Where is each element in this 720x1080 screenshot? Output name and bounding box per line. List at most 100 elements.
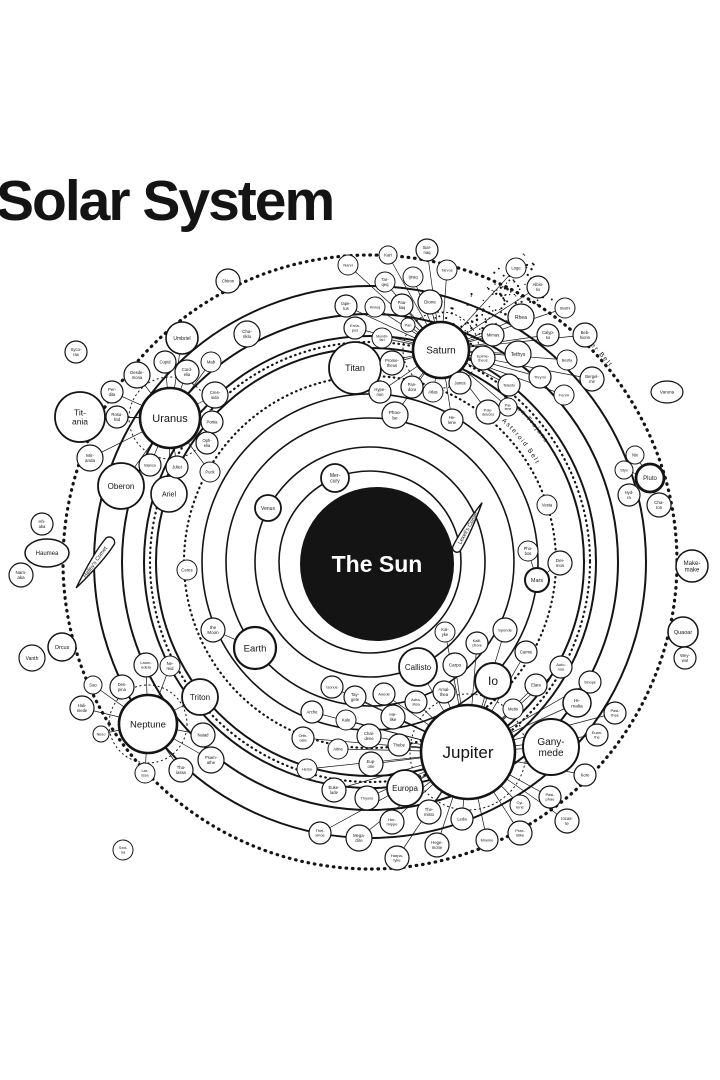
skathi-label: Skathi <box>560 306 571 310</box>
makemake-label: Make-make <box>684 561 701 574</box>
eukelade-label: Euke-lade <box>329 785 341 795</box>
dust-dot <box>482 299 485 302</box>
sao-disc <box>83 675 103 695</box>
mundilfari-disc <box>371 327 393 349</box>
tethys-label: Tethys <box>511 352 526 358</box>
body-loge: Loge <box>505 257 527 279</box>
body-desdemona: Desde-mona <box>123 361 151 389</box>
body-larissa: Lar-issa <box>134 762 156 784</box>
body-polydeuces: Poly-deuces <box>475 399 501 425</box>
body-narvi: Narvi <box>337 254 359 276</box>
dust-dot <box>441 312 444 314</box>
halimede-disc <box>69 695 95 721</box>
body-themisto: The-misto <box>416 799 442 825</box>
dust-dot <box>475 318 479 321</box>
dust-dot <box>476 314 479 317</box>
aoede-label: Aoede <box>378 691 390 696</box>
kallichore-label: Kalli-chore <box>472 638 483 647</box>
europa-disc <box>386 769 424 807</box>
portia-label: Portia <box>207 419 219 424</box>
erriapus-label: Erria-pus <box>350 323 360 332</box>
body-helene: He-lene <box>440 408 464 432</box>
tethys-disc <box>504 340 532 368</box>
iocaste-disc <box>554 808 580 834</box>
amalthea-label: Amal-thea <box>439 687 451 697</box>
europa-label: Europa <box>392 784 418 793</box>
neptune-disc <box>117 693 179 755</box>
body-tethys: Tethys <box>504 340 532 368</box>
body-psamathe: Psam-athe <box>197 746 225 774</box>
psamathe-label: Psam-athe <box>205 755 218 765</box>
orbit-ring-1 <box>254 446 486 678</box>
body-mimas: Mimas <box>481 323 505 347</box>
body-styx: Styx <box>614 460 634 480</box>
bebhionn-disc <box>572 322 598 348</box>
venus-label: Venus <box>261 506 275 512</box>
body-thebe: Thebe <box>387 733 411 757</box>
varuna-label: Varuna <box>660 390 675 395</box>
uranus-label: Uranus <box>152 413 188 425</box>
body-pandora: Pan-dora <box>400 375 424 399</box>
body-despina: Des-pina <box>109 674 135 700</box>
body-kari: Kari <box>378 245 398 265</box>
chaldene-label: Chal-dene <box>364 731 375 741</box>
sao-label: Sao <box>89 682 97 687</box>
namaka-label: Nam-aka <box>16 570 28 580</box>
bianca-label: Bianca <box>144 463 156 467</box>
weywot-label: Wey-wot <box>680 653 690 663</box>
dust-dot <box>530 268 533 271</box>
mercury-label: Mer-cury <box>330 473 341 485</box>
body-kalyke: Kal-yke <box>434 621 456 643</box>
autonoe-disc <box>549 655 573 679</box>
dust-dot <box>504 312 507 316</box>
sycorax-disc <box>64 340 88 364</box>
epimetheus-disc <box>470 345 496 371</box>
telesto-label: Telesto <box>503 383 515 387</box>
body-euanthe: Euan-the <box>585 723 609 747</box>
orthosie-disc <box>291 726 315 750</box>
thrymr-disc <box>528 365 552 389</box>
dust-dot <box>481 326 484 330</box>
dust-dot <box>470 320 473 322</box>
dust-dot <box>434 316 437 319</box>
dust-dot <box>536 303 539 306</box>
polydeuces-label: Poly-deuces <box>482 408 494 416</box>
dust-dot <box>508 279 511 282</box>
cyllene-disc <box>509 794 531 816</box>
carme-disc <box>514 640 538 664</box>
cordelia-label: Cord-elia <box>182 367 193 377</box>
venus-disc <box>254 494 282 522</box>
dust-dot <box>499 292 502 296</box>
dust-dot <box>497 267 500 270</box>
hydra-label: Hyd-ra <box>625 490 634 500</box>
dust-dot <box>515 295 517 297</box>
desdemona-disc <box>123 361 151 389</box>
mars-disc <box>524 567 550 593</box>
euporie-label: Eup-orie <box>367 759 376 769</box>
dust-dot <box>513 293 516 296</box>
dust-dot <box>459 319 462 321</box>
titania-label: Tit-ania <box>72 407 88 426</box>
dust-dot <box>484 318 487 321</box>
earth-label: Earth <box>244 643 267 654</box>
body-adrastea: Adra-stea <box>404 690 428 714</box>
carpo-label: Carpo <box>449 663 462 668</box>
ophelia-label: Oph-elia <box>202 438 212 448</box>
elara-label: Elara <box>531 682 541 687</box>
body-siarnaq: Siar-naq <box>415 238 439 262</box>
dust-dot <box>518 288 521 291</box>
body-autonoe: Auto-noe <box>549 655 573 679</box>
callisto-label: Callisto <box>405 663 432 672</box>
body-oberon: Oberon <box>97 462 145 510</box>
body-bergelmir: Bergel-mir <box>579 366 605 392</box>
dust-dot <box>481 313 484 316</box>
deimos-disc <box>547 550 573 576</box>
vanth-label: Vanth <box>26 656 39 662</box>
hermippe-disc <box>379 809 405 835</box>
dust-dot <box>451 307 454 310</box>
ophelia-disc <box>195 431 219 455</box>
despina-label: Des-pina <box>118 682 127 692</box>
body-bebhionn: Beb-hionn <box>572 322 598 348</box>
